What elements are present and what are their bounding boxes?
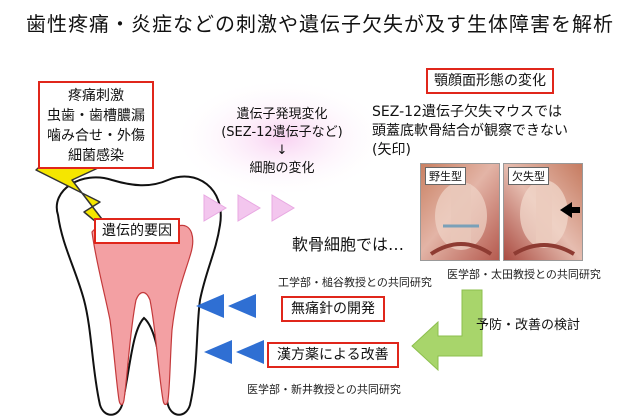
prevention-text: 予防・改善の検討: [476, 318, 581, 333]
knockout-photo: 欠失型: [503, 163, 583, 261]
sez12-line3: (矢印): [372, 142, 411, 158]
pink-arrow-1: [203, 194, 227, 222]
wild-type-photo: 野生型: [420, 163, 500, 261]
tooth-pulp-shape: [91, 224, 194, 406]
green-return-arrow: [411, 289, 483, 372]
gene-change-text: 遺伝子発現変化 (SEZ-12遺伝子など) ↓ 細胞の変化: [196, 106, 368, 178]
page-title: 歯性疼痛・炎症などの刺激や遺伝子欠失が及す生体障害を解析: [26, 12, 614, 36]
pain-stimuli-box: 疼痛刺激 虫歯・歯槽膿漏 噛み合せ・外傷 細菌感染: [38, 81, 154, 169]
pink-arrow-2: [237, 194, 261, 222]
painless-needle-box: 無痛針の開発: [281, 296, 385, 322]
sez12-description: SEZ-12遺伝子欠失マウスでは 頭蓋底軟骨結合が観察できない (矢印): [372, 103, 634, 160]
blue-arrow-bottom-2: [236, 340, 264, 364]
pain-item: 細菌感染: [68, 148, 124, 164]
genetic-factor-box: 遺伝的要因: [94, 218, 180, 244]
blue-arrow-bottom-1: [204, 340, 232, 364]
knockout-label: 欠失型: [508, 167, 549, 185]
craniofacial-label: 顎顔面形態の変化: [426, 68, 554, 94]
collab-arai-text: 医学部・新井教授との共同研究: [247, 383, 401, 396]
blue-arrows-top: [196, 294, 256, 318]
marker-arrow-icon: [560, 202, 580, 218]
gene-change-line3: 細胞の変化: [249, 161, 315, 176]
collab-engineering-text: 工学部・槌谷教授との共同研究: [278, 276, 432, 289]
wild-type-label: 野生型: [425, 167, 466, 185]
pink-arrow-3: [271, 194, 295, 222]
pain-heading: 疼痛刺激: [68, 88, 124, 104]
blue-arrow-top-2: [228, 294, 256, 318]
pain-item: 噛み合せ・外傷: [47, 128, 145, 144]
blue-arrow-top-1: [196, 294, 224, 318]
cartilage-text: 軟骨細胞では…: [292, 235, 405, 254]
gene-change-line1: 遺伝子発現変化: [236, 107, 328, 122]
sez12-line2: 頭蓋底軟骨結合が観察できない: [372, 123, 568, 139]
gene-change-line2: (SEZ-12遺伝子など): [221, 125, 343, 140]
kampo-box: 漢方薬による改善: [267, 342, 399, 368]
collab-ota-text: 医学部・太田教授との共同研究: [447, 268, 601, 281]
gene-glow: [172, 78, 392, 198]
sez12-line1: SEZ-12遺伝子欠失マウスでは: [372, 104, 562, 120]
tooth-illustration: [55, 175, 222, 416]
pain-item: 虫歯・歯槽膿漏: [47, 108, 145, 124]
blue-arrows-bottom: [204, 340, 264, 364]
pink-arrows: [203, 194, 295, 222]
gene-change-arrow: ↓: [276, 143, 288, 158]
